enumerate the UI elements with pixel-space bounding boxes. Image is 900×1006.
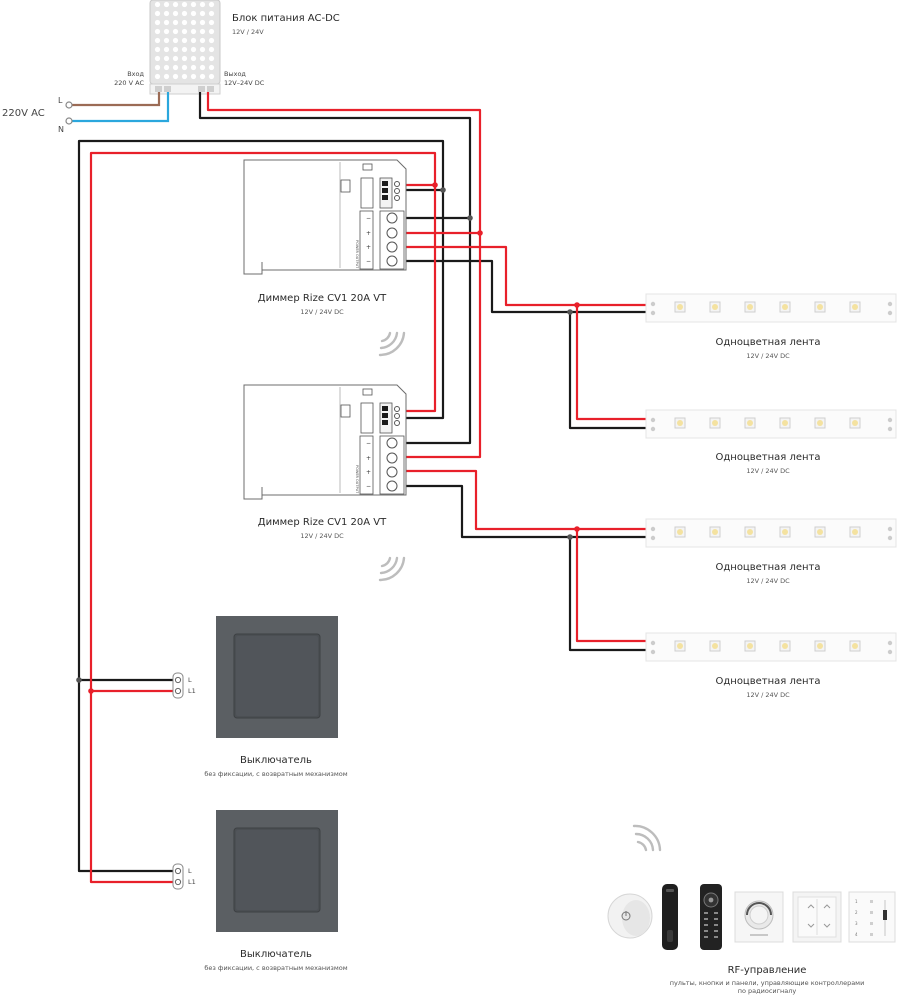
- touch-panel-icon: 1 2 3 4: [848, 891, 896, 943]
- svg-text:−: −: [366, 483, 371, 490]
- svg-text:+: +: [366, 230, 371, 237]
- svg-text:1: 1: [855, 899, 858, 904]
- mains-n-label: N: [58, 125, 64, 134]
- svg-text:−: −: [366, 258, 371, 265]
- dimmer-1-voltage: 12V / 24V DC: [300, 308, 344, 316]
- junction-dots: [76, 182, 580, 694]
- wall-switch-1: [216, 616, 338, 738]
- dimmer-1-title: Диммер Rize CV1 20A VT: [257, 293, 387, 304]
- power-supply: [149, 0, 221, 95]
- button-panel-icon: [792, 891, 842, 943]
- rf-desc-1: пульты, кнопки и панели, управляющие кон…: [669, 979, 865, 987]
- switch-1-title: Выключатель: [240, 755, 312, 766]
- psu-voltage: 12V / 24V: [232, 28, 264, 36]
- svg-text:+: +: [366, 244, 371, 251]
- dimmer-2-title: Диммер Rize CV1 20A VT: [257, 517, 387, 528]
- strip-3-voltage: 12V / 24V DC: [746, 577, 790, 585]
- rf-devices: 1 2 3 4: [607, 884, 896, 950]
- svg-text:2: 2: [855, 910, 858, 915]
- psu-input-value: 220 V AC: [114, 79, 144, 87]
- strip-2-title: Одноцветная лента: [715, 452, 821, 463]
- dimmer-1: − + + − POWER OUTPUT: [243, 159, 407, 275]
- led-strip-3: [645, 518, 897, 548]
- switch-2-l-label: L: [188, 867, 192, 875]
- svg-text:POWER: POWER: [355, 465, 359, 479]
- wireless-icon: [378, 556, 406, 582]
- rotary-panel-icon: [734, 891, 784, 943]
- svg-text:−: −: [366, 215, 371, 222]
- keypad-remote-icon: [700, 884, 722, 950]
- switch-2-terminal: [172, 863, 184, 890]
- strip-4-voltage: 12V / 24V DC: [746, 691, 790, 699]
- psu-output-label: Выход: [224, 70, 246, 78]
- svg-text:−: −: [366, 440, 371, 447]
- led-strip-4: [645, 632, 897, 662]
- rf-title: RF-управление: [727, 965, 807, 976]
- switch-1-l1-label: L1: [188, 687, 196, 695]
- strip-2-voltage: 12V / 24V DC: [746, 467, 790, 475]
- svg-text:POWER: POWER: [355, 240, 359, 254]
- mains-wires: [65, 92, 170, 125]
- psu-input-label: Вход: [127, 70, 144, 78]
- led-strip-2: [645, 409, 897, 439]
- switch-1-l-label: L: [188, 676, 192, 684]
- svg-text:3: 3: [855, 921, 858, 926]
- mains-label: 220V AC: [2, 108, 45, 119]
- switch-1-terminal: [172, 672, 184, 699]
- led-strip-1: [645, 293, 897, 323]
- strip-3-title: Одноцветная лента: [715, 562, 821, 573]
- svg-text:OUTPUT: OUTPUT: [355, 254, 359, 269]
- wall-switch-2: [216, 810, 338, 932]
- strip-1-voltage: 12V / 24V DC: [746, 352, 790, 360]
- svg-text:+: +: [366, 469, 371, 476]
- svg-text:+: +: [366, 455, 371, 462]
- strip-4-title: Одноцветная лента: [715, 676, 821, 687]
- switch-2-desc: без фиксации, с возвратным механизмом: [204, 964, 348, 972]
- dimmer-2-voltage: 12V / 24V DC: [300, 532, 344, 540]
- switch-2-l1-label: L1: [188, 878, 196, 886]
- switch-2-title: Выключатель: [240, 949, 312, 960]
- slim-remote-icon: [662, 884, 678, 950]
- psu-output-value: 12V–24V DC: [224, 79, 265, 87]
- psu-title: Блок питания AC-DC: [232, 13, 340, 24]
- rf-desc-2: по радиосигналу: [737, 987, 797, 995]
- switch-1-desc: без фиксации, с возвратным механизмом: [204, 770, 348, 778]
- round-remote-icon: [607, 893, 653, 939]
- svg-text:OUTPUT: OUTPUT: [355, 479, 359, 494]
- mains-l-label: L: [58, 96, 63, 105]
- wireless-icon: [632, 824, 662, 852]
- strip-1-title: Одноцветная лента: [715, 337, 821, 348]
- svg-text:4: 4: [855, 932, 858, 937]
- dimmer-2: − + + − POWER OUTPUT: [243, 384, 407, 500]
- wireless-icon: [378, 331, 406, 357]
- red-wires: [89, 92, 650, 884]
